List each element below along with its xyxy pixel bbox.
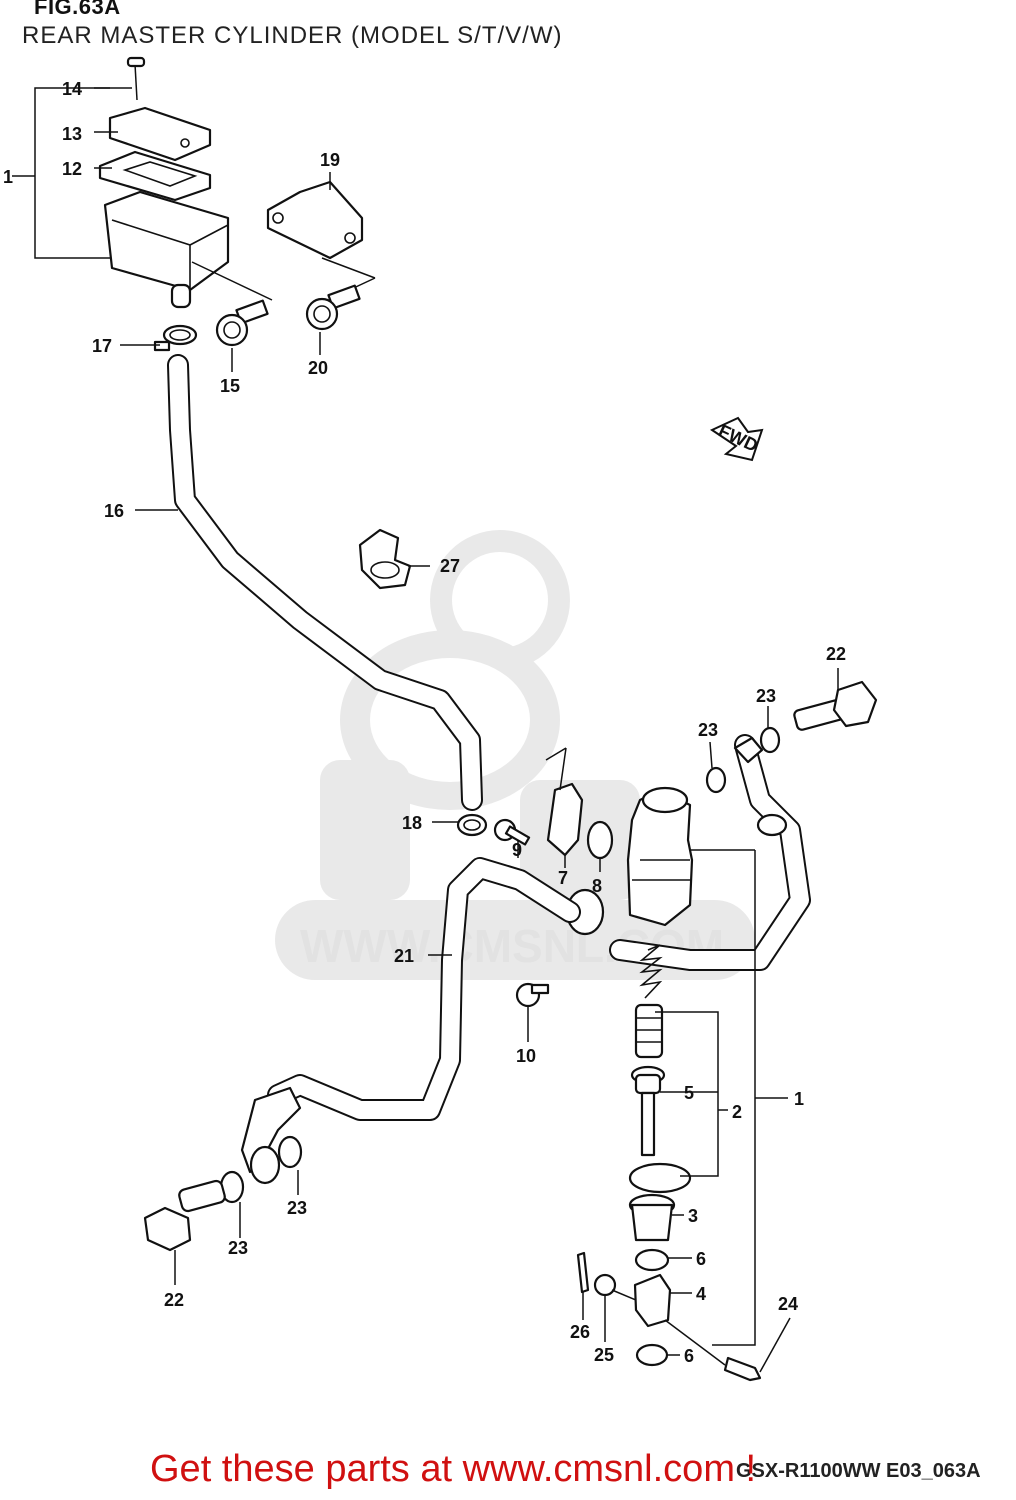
label-14: 14 bbox=[62, 79, 82, 99]
label-4: 4 bbox=[696, 1284, 706, 1304]
reservoir-hose bbox=[167, 354, 483, 811]
reservoir-body bbox=[103, 190, 230, 292]
screw-10 bbox=[515, 982, 550, 1008]
washer-23-top-right bbox=[759, 726, 781, 754]
o-ring-8 bbox=[586, 820, 614, 860]
label-1-right: 1 bbox=[794, 1089, 804, 1109]
footer-link-text[interactable]: Get these parts at www.cmsnl.com ! bbox=[150, 1448, 757, 1490]
bolt-15 bbox=[215, 299, 269, 347]
inlet-hose-21 bbox=[267, 857, 581, 1121]
diaphragm-plate bbox=[98, 150, 212, 202]
watermark-logo: WWW.CMSNL.COM bbox=[275, 530, 755, 980]
label-10: 10 bbox=[516, 1046, 536, 1066]
label-16: 16 bbox=[104, 501, 124, 521]
label-7: 7 bbox=[558, 868, 568, 888]
reservoir-cap bbox=[108, 106, 212, 162]
washer-23-top-left bbox=[705, 766, 727, 794]
nut-6-lower bbox=[635, 1343, 669, 1367]
label-23-b: 23 bbox=[698, 720, 718, 740]
part-labels: 14 13 12 1 19 17 15 20 16 27 22 23 23 18… bbox=[3, 79, 846, 1366]
hose-clamp-27 bbox=[358, 528, 412, 590]
group-brackets bbox=[12, 87, 788, 1346]
clamp-17 bbox=[153, 324, 198, 352]
label-21: 21 bbox=[394, 946, 414, 966]
clevis-4 bbox=[633, 1273, 672, 1328]
reservoir-assembly bbox=[98, 56, 376, 352]
nut-6-upper bbox=[634, 1248, 670, 1272]
washer-23-bottom-right bbox=[277, 1135, 303, 1169]
label-3: 3 bbox=[688, 1206, 698, 1226]
label-26: 26 bbox=[570, 1322, 590, 1342]
piston-assembly bbox=[576, 944, 762, 1382]
label-2: 2 bbox=[732, 1102, 742, 1122]
piston-cup bbox=[634, 1003, 664, 1059]
label-1-top: 1 bbox=[3, 167, 13, 187]
label-22-top: 22 bbox=[826, 644, 846, 664]
reservoir-bracket bbox=[266, 180, 364, 260]
label-27: 27 bbox=[440, 556, 460, 576]
label-17: 17 bbox=[92, 336, 112, 356]
label-18: 18 bbox=[402, 813, 422, 833]
label-13: 13 bbox=[62, 124, 82, 144]
diagram-code: GSX-R1100WW E03_063A bbox=[736, 1460, 981, 1482]
label-8: 8 bbox=[592, 876, 602, 896]
label-5: 5 bbox=[684, 1083, 694, 1103]
label-25: 25 bbox=[594, 1345, 614, 1365]
label-24: 24 bbox=[778, 1294, 798, 1314]
label-19: 19 bbox=[320, 150, 340, 170]
label-23-a: 23 bbox=[756, 686, 776, 706]
circlip bbox=[628, 1162, 692, 1194]
label-15: 15 bbox=[220, 376, 240, 396]
screw-9 bbox=[493, 818, 531, 846]
label-23-c: 23 bbox=[287, 1198, 307, 1218]
inlet-fitting-7 bbox=[546, 782, 584, 857]
master-cylinder-body bbox=[565, 786, 755, 936]
boot bbox=[630, 1203, 674, 1242]
union-bolt-top bbox=[705, 680, 878, 794]
label-22-bottom: 22 bbox=[164, 1290, 184, 1310]
screw-14 bbox=[126, 56, 146, 68]
spring bbox=[639, 944, 663, 999]
clevis-pin-24 bbox=[723, 1356, 762, 1382]
leader-lines bbox=[94, 87, 839, 1373]
cotter-pin-26 bbox=[576, 1251, 590, 1294]
clip-18 bbox=[456, 813, 488, 837]
reservoir-outlet bbox=[170, 283, 192, 309]
label-9: 9 bbox=[512, 840, 522, 860]
label-6-b: 6 bbox=[684, 1346, 694, 1366]
washer-25 bbox=[593, 1273, 617, 1297]
bolt-20 bbox=[305, 284, 361, 331]
label-23-d: 23 bbox=[228, 1238, 248, 1258]
union-bolt-bottom bbox=[143, 1086, 303, 1252]
label-12: 12 bbox=[62, 159, 82, 179]
forward-arrow-icon: FWD bbox=[709, 416, 764, 462]
figure-number: FIG.63A bbox=[34, 0, 121, 19]
diagram-title: REAR MASTER CYLINDER (MODEL S/T/V/W) bbox=[22, 22, 563, 49]
label-6-a: 6 bbox=[696, 1249, 706, 1269]
inlet-fitting-parts bbox=[456, 747, 614, 1008]
label-20: 20 bbox=[308, 358, 328, 378]
brake-hose bbox=[609, 734, 811, 971]
